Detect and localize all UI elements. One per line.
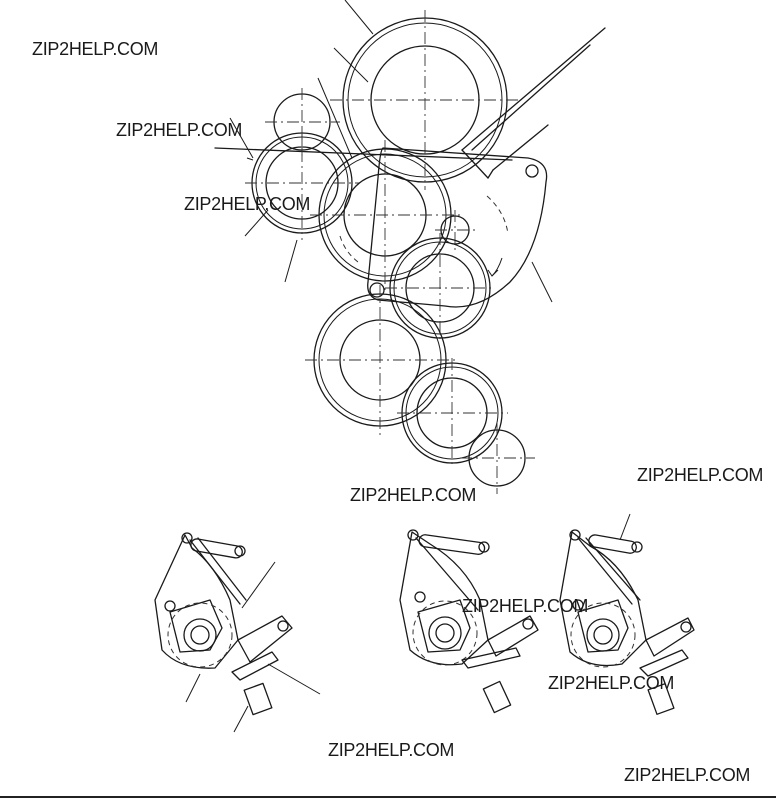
- footer-divider: [0, 796, 776, 798]
- linkage-view-right: [559, 513, 695, 715]
- lower-right-gear: [397, 358, 508, 468]
- watermark-text: ZIP2HELP.COM: [328, 740, 455, 760]
- watermark-text: ZIP2HELP.COM: [350, 485, 477, 505]
- leader-lines: [229, 0, 553, 303]
- watermark-text: ZIP2HELP.COM: [637, 465, 764, 485]
- bottom-small-gear: [460, 422, 535, 494]
- watermark-text: ZIP2HELP.COM: [116, 120, 243, 140]
- watermark-text: ZIP2HELP.COM: [548, 673, 675, 693]
- watermark-text: ZIP2HELP.COM: [462, 596, 589, 616]
- lower-left-gear: [305, 285, 455, 435]
- rotation-arrows: [339, 195, 509, 277]
- linkage-view-middle: [399, 529, 539, 714]
- large-top-gear: [330, 10, 520, 190]
- watermark-text: ZIP2HELP.COM: [624, 765, 751, 785]
- watermark-text: ZIP2HELP.COM: [184, 194, 311, 214]
- watermark-text: ZIP2HELP.COM: [32, 39, 159, 59]
- paper-guide-plates: [461, 27, 606, 179]
- linkage-view-left: [154, 532, 321, 733]
- gear-train: [214, 0, 606, 494]
- left-gear: [245, 128, 360, 240]
- right-middle-gear: [385, 233, 495, 343]
- center-gear: [310, 140, 460, 290]
